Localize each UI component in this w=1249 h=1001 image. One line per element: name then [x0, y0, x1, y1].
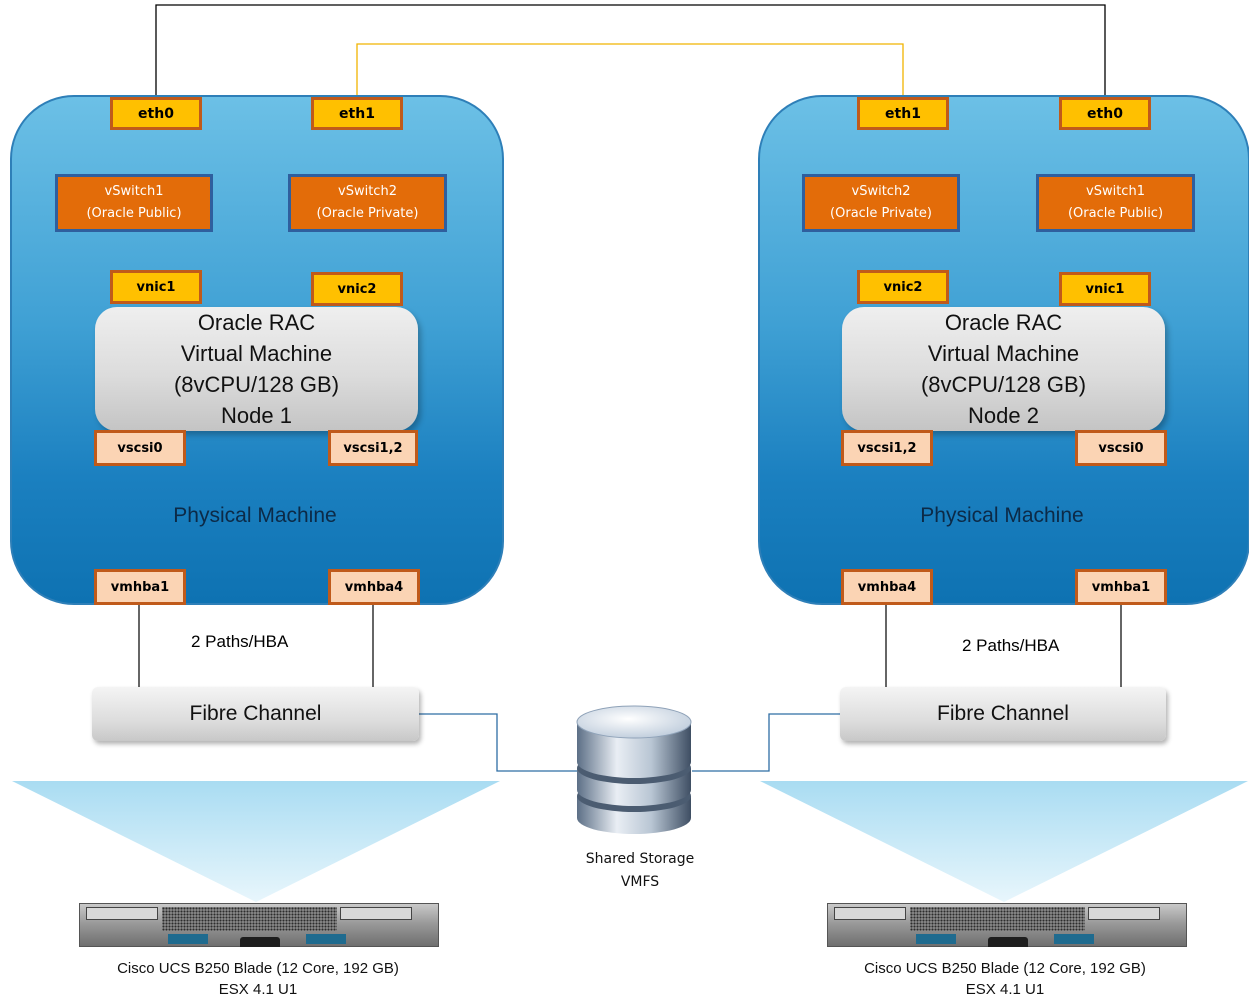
nic-eth0-label: eth0 — [138, 105, 174, 122]
blade-model: Cisco UCS B250 Blade (12 Core, 192 GB) — [864, 960, 1146, 977]
fibre-channel-label: Fibre Channel — [189, 702, 322, 725]
vswitch-role: (Oracle Public) — [1067, 206, 1164, 221]
blade-handle — [240, 937, 280, 947]
vnic1-label: vnic1 — [1085, 281, 1125, 297]
fibre-channel-label: Fibre Channel — [937, 702, 1069, 725]
status-panel — [306, 934, 346, 944]
hba-label: vmhba1 — [110, 579, 170, 595]
fibre-channel-node1[interactable]: Fibre Channel — [92, 687, 419, 741]
oracle-rac-vm-node2[interactable]: Oracle RAC Virtual Machine (8vCPU/128 GB… — [842, 307, 1165, 431]
paths-per-hba-node2: 2 Paths/HBA — [962, 636, 1060, 655]
vm-spec: (8vCPU/128 GB) — [920, 372, 1087, 397]
blade-caption-node1: Cisco UCS B250 Blade (12 Core, 192 GB) E… — [58, 958, 458, 1000]
vswitch-role: (Oracle Public) — [86, 206, 182, 221]
storage-link-left — [419, 713, 577, 772]
vswitch-role: (Oracle Private) — [830, 206, 932, 221]
storage-link-right — [692, 713, 840, 772]
vscsi0-node2[interactable]: vscsi0 — [1075, 430, 1167, 466]
blade-grille — [910, 907, 1085, 931]
nic-eth1-label: eth1 — [885, 105, 921, 122]
shared-storage-label: Shared Storage — [585, 851, 695, 867]
physical-machine-label-node1: Physical Machine — [173, 504, 337, 527]
vm-title: Oracle RAC — [944, 310, 1063, 335]
drive-bay — [340, 907, 412, 920]
vnic2-label: vnic2 — [337, 281, 377, 297]
vmhba1-node2[interactable]: vmhba1 — [1075, 569, 1167, 605]
vm-title: Oracle RAC — [197, 310, 316, 335]
vswitch-name: vSwitch2 — [851, 184, 911, 199]
hba-label: vmhba1 — [1091, 579, 1151, 595]
vm-spec: (8vCPU/128 GB) — [173, 372, 340, 397]
blade-model: Cisco UCS B250 Blade (12 Core, 192 GB) — [117, 960, 399, 977]
vswitch1-node2[interactable]: vSwitch1 (Oracle Public) — [1036, 174, 1195, 232]
blade-handle — [988, 937, 1028, 947]
public-network-link — [155, 4, 1106, 97]
nic-eth1-node2[interactable]: eth1 — [857, 97, 949, 130]
status-panel — [1054, 934, 1094, 944]
vswitch-name: vSwitch1 — [104, 184, 164, 199]
database-icon — [576, 705, 692, 834]
drive-bay — [86, 907, 158, 920]
vnic1-node1[interactable]: vnic1 — [110, 270, 202, 304]
vswitch2-node1[interactable]: vSwitch2 (Oracle Private) — [288, 174, 447, 232]
paths-per-hba-node1: 2 Paths/HBA — [191, 632, 289, 651]
vm-node: Node 1 — [221, 403, 292, 428]
vnic1-label: vnic1 — [136, 279, 176, 295]
vnic2-node2[interactable]: vnic2 — [857, 270, 949, 304]
blade-grille — [162, 907, 337, 931]
vscsi-label: vscsi1,2 — [343, 440, 403, 456]
vswitch-role: (Oracle Private) — [316, 206, 419, 221]
drive-bay — [834, 907, 906, 920]
vswitch-name: vSwitch1 — [1086, 184, 1145, 199]
vswitch1-node1[interactable]: vSwitch1 (Oracle Public) — [55, 174, 213, 232]
vscsi-label: vscsi1,2 — [857, 440, 917, 456]
vscsi-label: vscsi0 — [117, 440, 163, 456]
vmfs-label: VMFS — [620, 874, 660, 890]
shared-storage-caption: Shared Storage VMFS — [540, 848, 740, 894]
status-panel — [916, 934, 956, 944]
physical-machine-label-node2: Physical Machine — [920, 504, 1084, 527]
ucs-blade-server-node2 — [827, 903, 1187, 947]
nic-eth1-label: eth1 — [339, 105, 375, 122]
nic-eth0-label: eth0 — [1087, 105, 1123, 122]
status-panel — [168, 934, 208, 944]
hba-label: vmhba4 — [857, 579, 917, 595]
nic-eth0-node1[interactable]: eth0 — [110, 97, 202, 130]
vswitch2-node2[interactable]: vSwitch2 (Oracle Private) — [802, 174, 960, 232]
vnic2-label: vnic2 — [883, 279, 923, 295]
vmhba4-node1[interactable]: vmhba4 — [328, 569, 420, 605]
drive-bay — [1088, 907, 1160, 920]
hba-label: vmhba4 — [344, 579, 404, 595]
nic-eth0-node2[interactable]: eth0 — [1059, 97, 1151, 130]
blade-os: ESX 4.1 U1 — [218, 981, 298, 998]
vnic2-node1[interactable]: vnic2 — [311, 272, 403, 306]
private-interconnect-link — [356, 43, 904, 97]
vnic1-node2[interactable]: vnic1 — [1059, 272, 1151, 306]
vm-node: Node 2 — [968, 403, 1039, 428]
blade-fan-left — [12, 781, 500, 902]
fibre-channel-node2[interactable]: Fibre Channel — [840, 687, 1166, 741]
vscsi12-node2[interactable]: vscsi1,2 — [841, 430, 933, 466]
blade-os: ESX 4.1 U1 — [965, 981, 1045, 998]
vscsi0-node1[interactable]: vscsi0 — [94, 430, 186, 466]
oracle-rac-vm-node1[interactable]: Oracle RAC Virtual Machine (8vCPU/128 GB… — [95, 307, 418, 431]
vswitch-name: vSwitch2 — [338, 184, 397, 199]
blade-caption-node2: Cisco UCS B250 Blade (12 Core, 192 GB) E… — [805, 958, 1205, 1000]
vmhba4-node2[interactable]: vmhba4 — [841, 569, 933, 605]
nic-eth1-node1[interactable]: eth1 — [311, 97, 403, 130]
vm-subtitle: Virtual Machine — [927, 341, 1080, 366]
vm-subtitle: Virtual Machine — [180, 341, 333, 366]
vscsi-label: vscsi0 — [1098, 440, 1144, 456]
blade-fan-right — [760, 781, 1248, 902]
ucs-blade-server-node1 — [79, 903, 439, 947]
vmhba1-node1[interactable]: vmhba1 — [94, 569, 186, 605]
vscsi12-node1[interactable]: vscsi1,2 — [328, 430, 418, 466]
